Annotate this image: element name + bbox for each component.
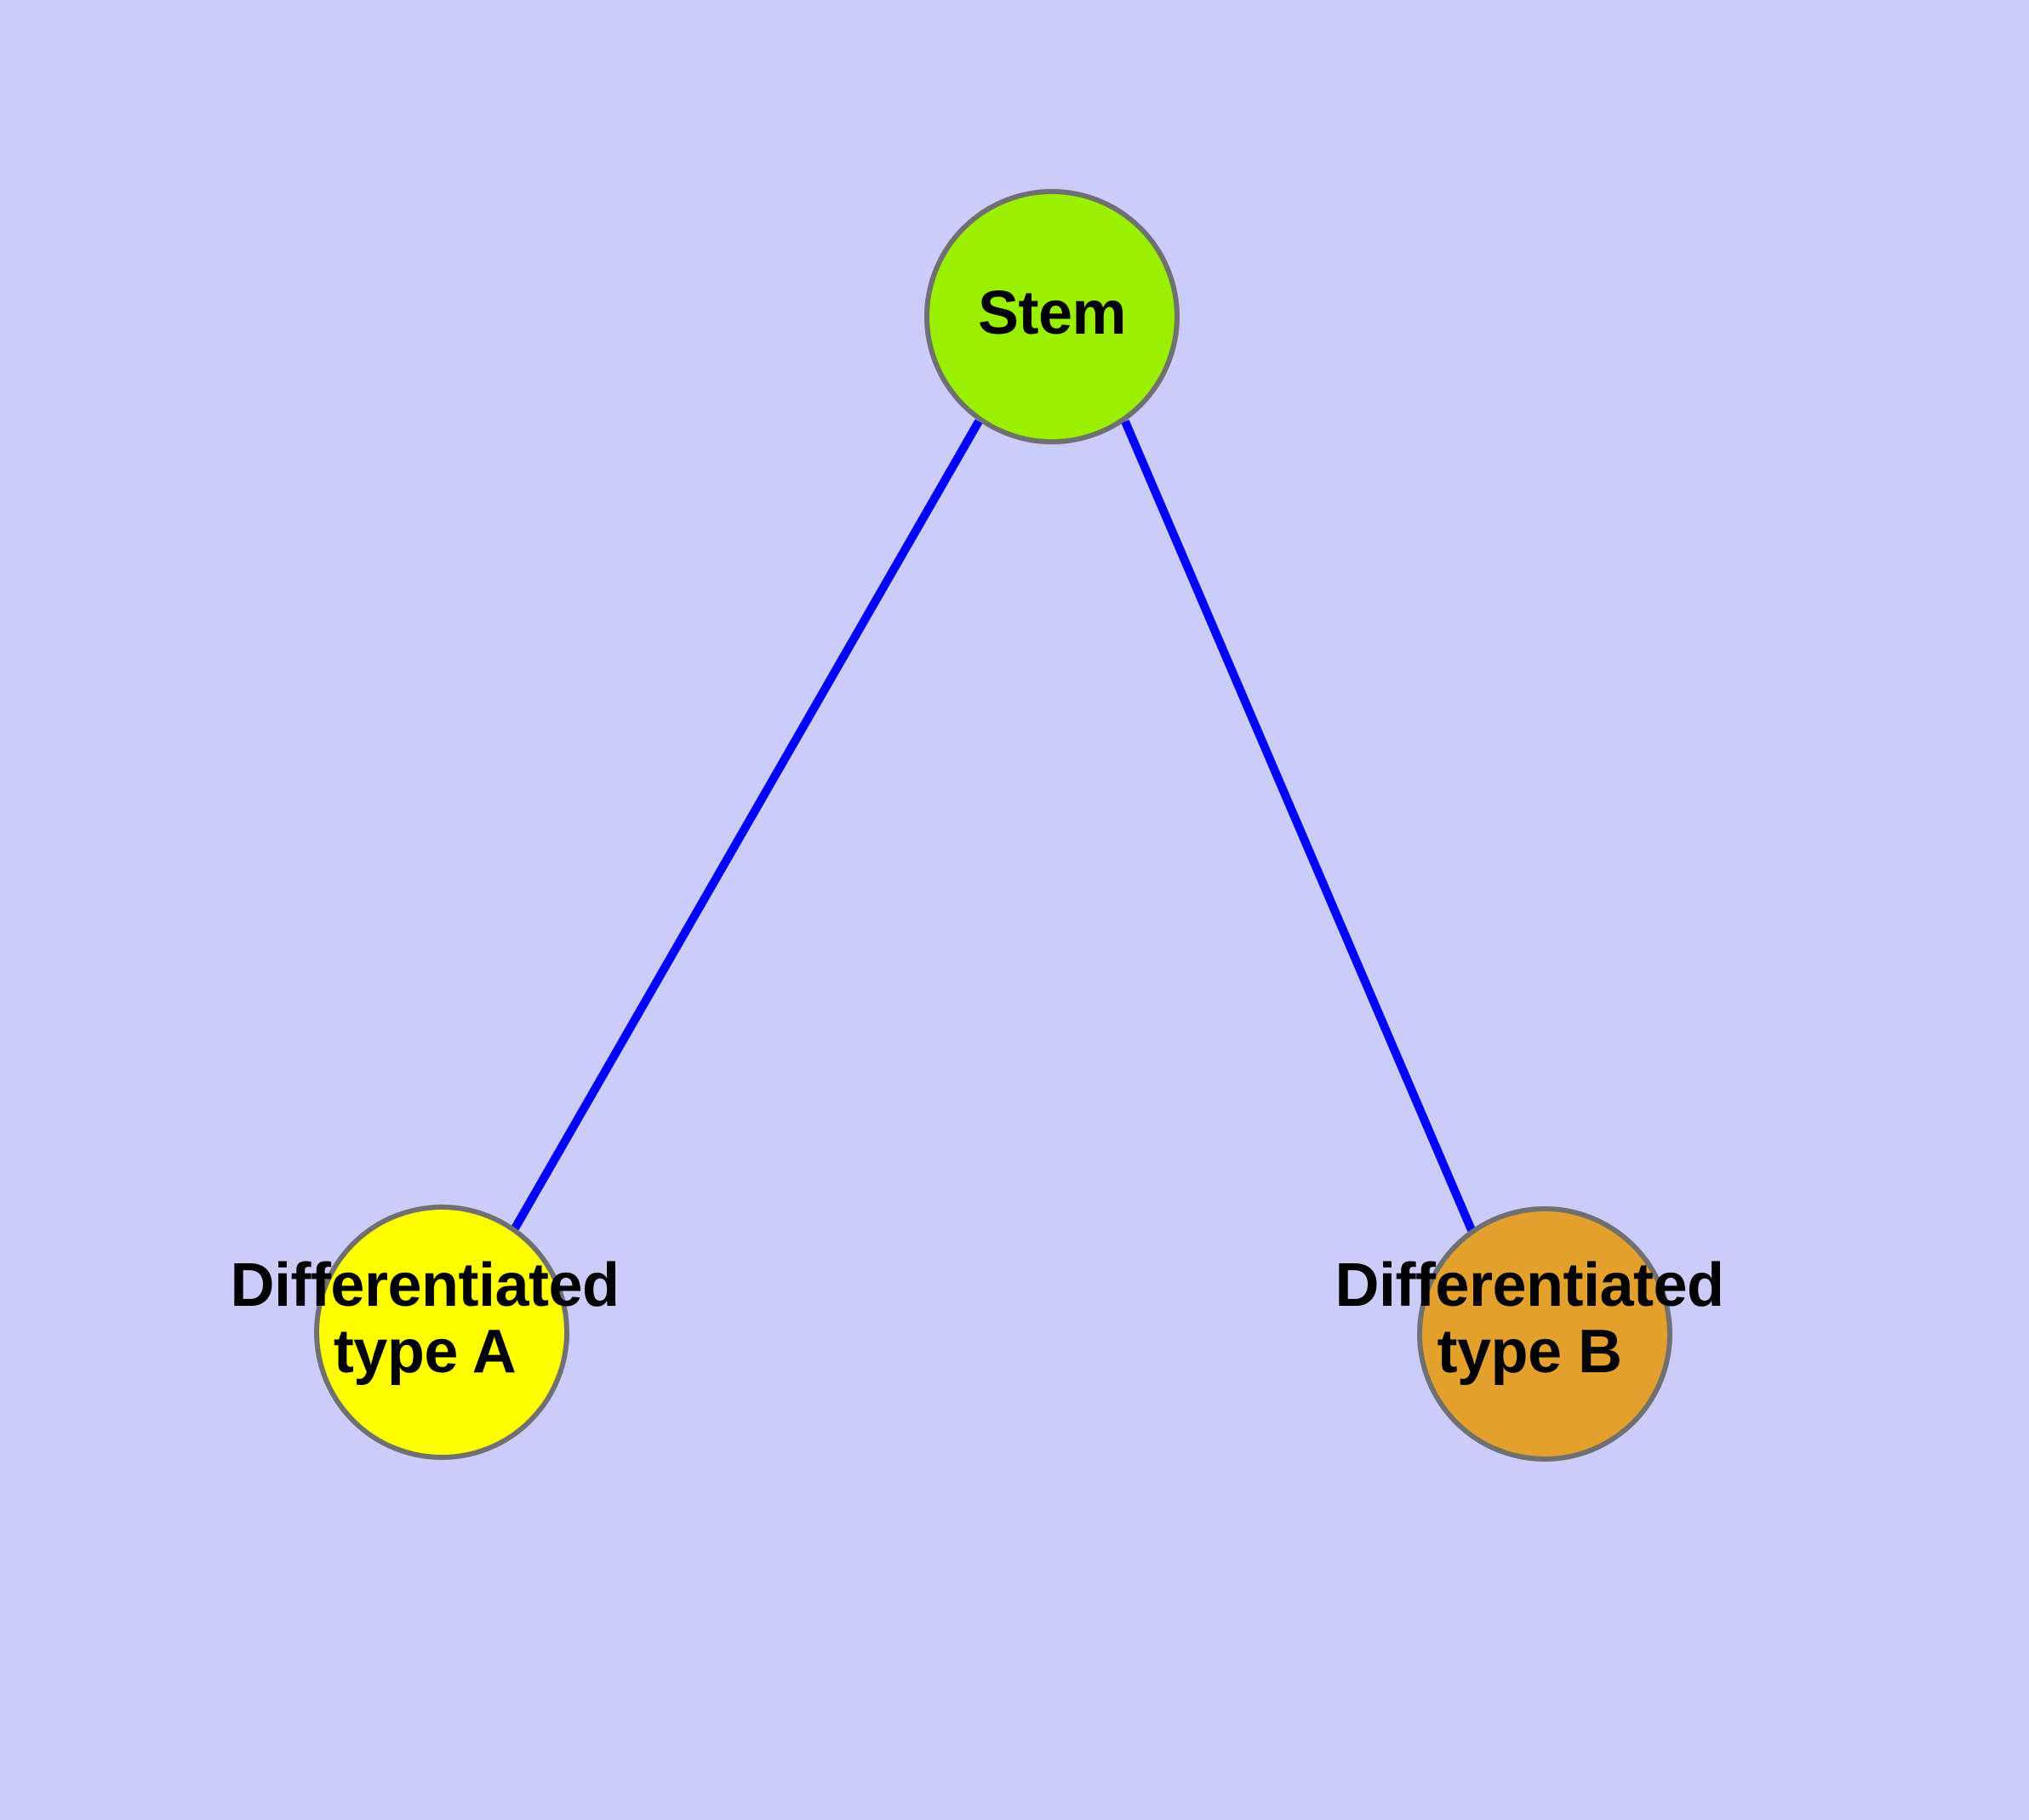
node-label-line-2: type B <box>1437 1317 1622 1386</box>
node-label-line-1: Differentiated <box>230 1251 620 1319</box>
node-differentiated-type-b[interactable] <box>1417 1206 1672 1462</box>
edge-stem-to-differentiated-type-a <box>511 419 983 1231</box>
node-label-stem: Stem <box>977 279 1127 347</box>
node-stem[interactable] <box>924 189 1180 444</box>
node-label-line-1: Differentiated <box>1335 1251 1724 1319</box>
node-label-line-2: type A <box>333 1317 517 1386</box>
edge-stem-to-differentiated-type-b <box>1121 420 1476 1232</box>
node-differentiated-type-a[interactable] <box>314 1205 569 1460</box>
